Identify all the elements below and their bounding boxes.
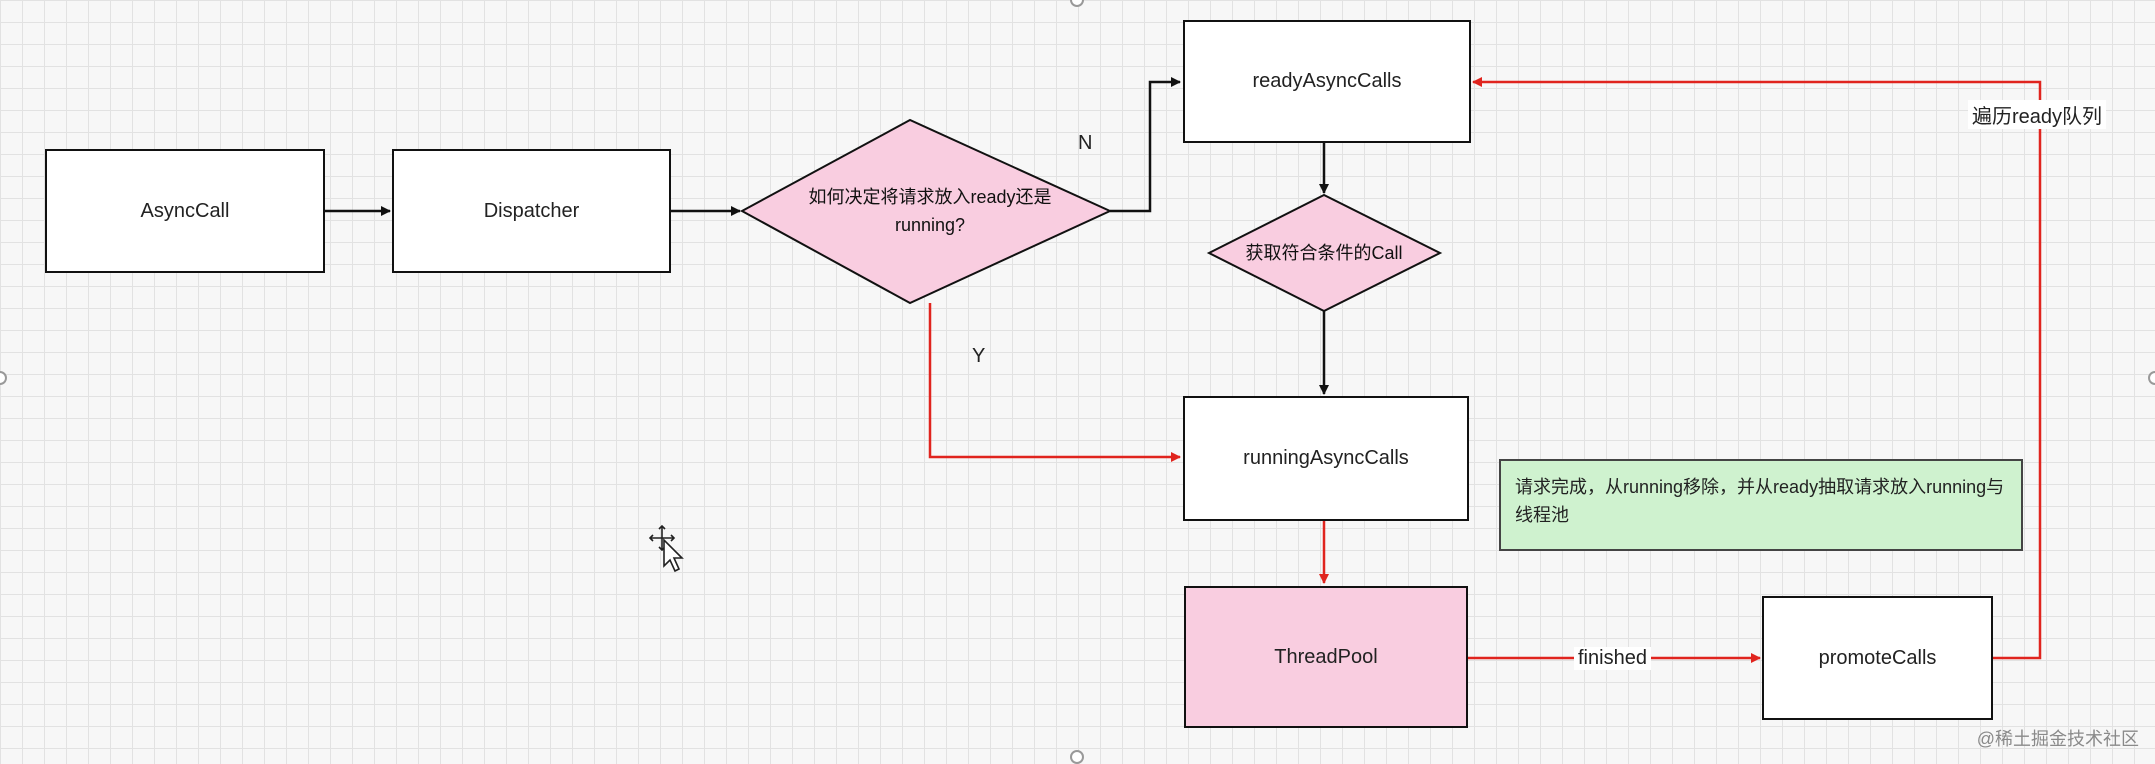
edge-label-traverse-ready: 遍历ready队列 (1968, 100, 2107, 129)
arrow-decision-to-running (928, 303, 1181, 462)
ready-async-calls-label: readyAsyncCalls (1252, 70, 1402, 92)
resize-handle-bottom[interactable] (1070, 750, 1084, 764)
completion-note: 请求完成，从running移除，并从ready抽取请求放入running与线程池 (1499, 459, 2023, 551)
resize-handle-top[interactable] (1070, 0, 1084, 7)
running-async-calls-node[interactable]: runningAsyncCalls (1183, 396, 1469, 521)
asynccall-label: AsyncCall (140, 199, 230, 222)
threadpool-node[interactable]: ThreadPool (1184, 586, 1468, 728)
get-call-diamond[interactable] (1206, 193, 1443, 313)
promote-calls-node[interactable]: promoteCalls (1762, 596, 1993, 720)
edge-label-y: Y (972, 345, 986, 367)
arrow-decision-to-ready (1110, 77, 1181, 213)
arrow-promote-to-ready (1472, 77, 2042, 660)
resize-handle-left[interactable] (0, 371, 7, 385)
move-cursor-icon (648, 524, 684, 573)
dispatcher-label: Dispatcher (483, 199, 580, 222)
get-call-label: 获取符合条件的Call (1245, 243, 1403, 263)
edge-label-finished: finished (1574, 647, 1651, 670)
decision-label: 如何决定将请求放入ready还是running? (808, 187, 1052, 235)
ready-async-calls-node[interactable]: readyAsyncCalls (1183, 20, 1471, 143)
dispatcher-node[interactable]: Dispatcher (392, 149, 671, 273)
watermark: @稀土掘金技术社区 (1976, 729, 2139, 749)
running-async-calls-label: runningAsyncCalls (1243, 447, 1409, 469)
promote-calls-label: promoteCalls (1818, 646, 1937, 669)
resize-handle-right[interactable] (2148, 371, 2155, 385)
edge-label-n: N (1078, 132, 1093, 154)
asynccall-node[interactable]: AsyncCall (45, 149, 325, 273)
threadpool-label: ThreadPool (1274, 645, 1378, 668)
